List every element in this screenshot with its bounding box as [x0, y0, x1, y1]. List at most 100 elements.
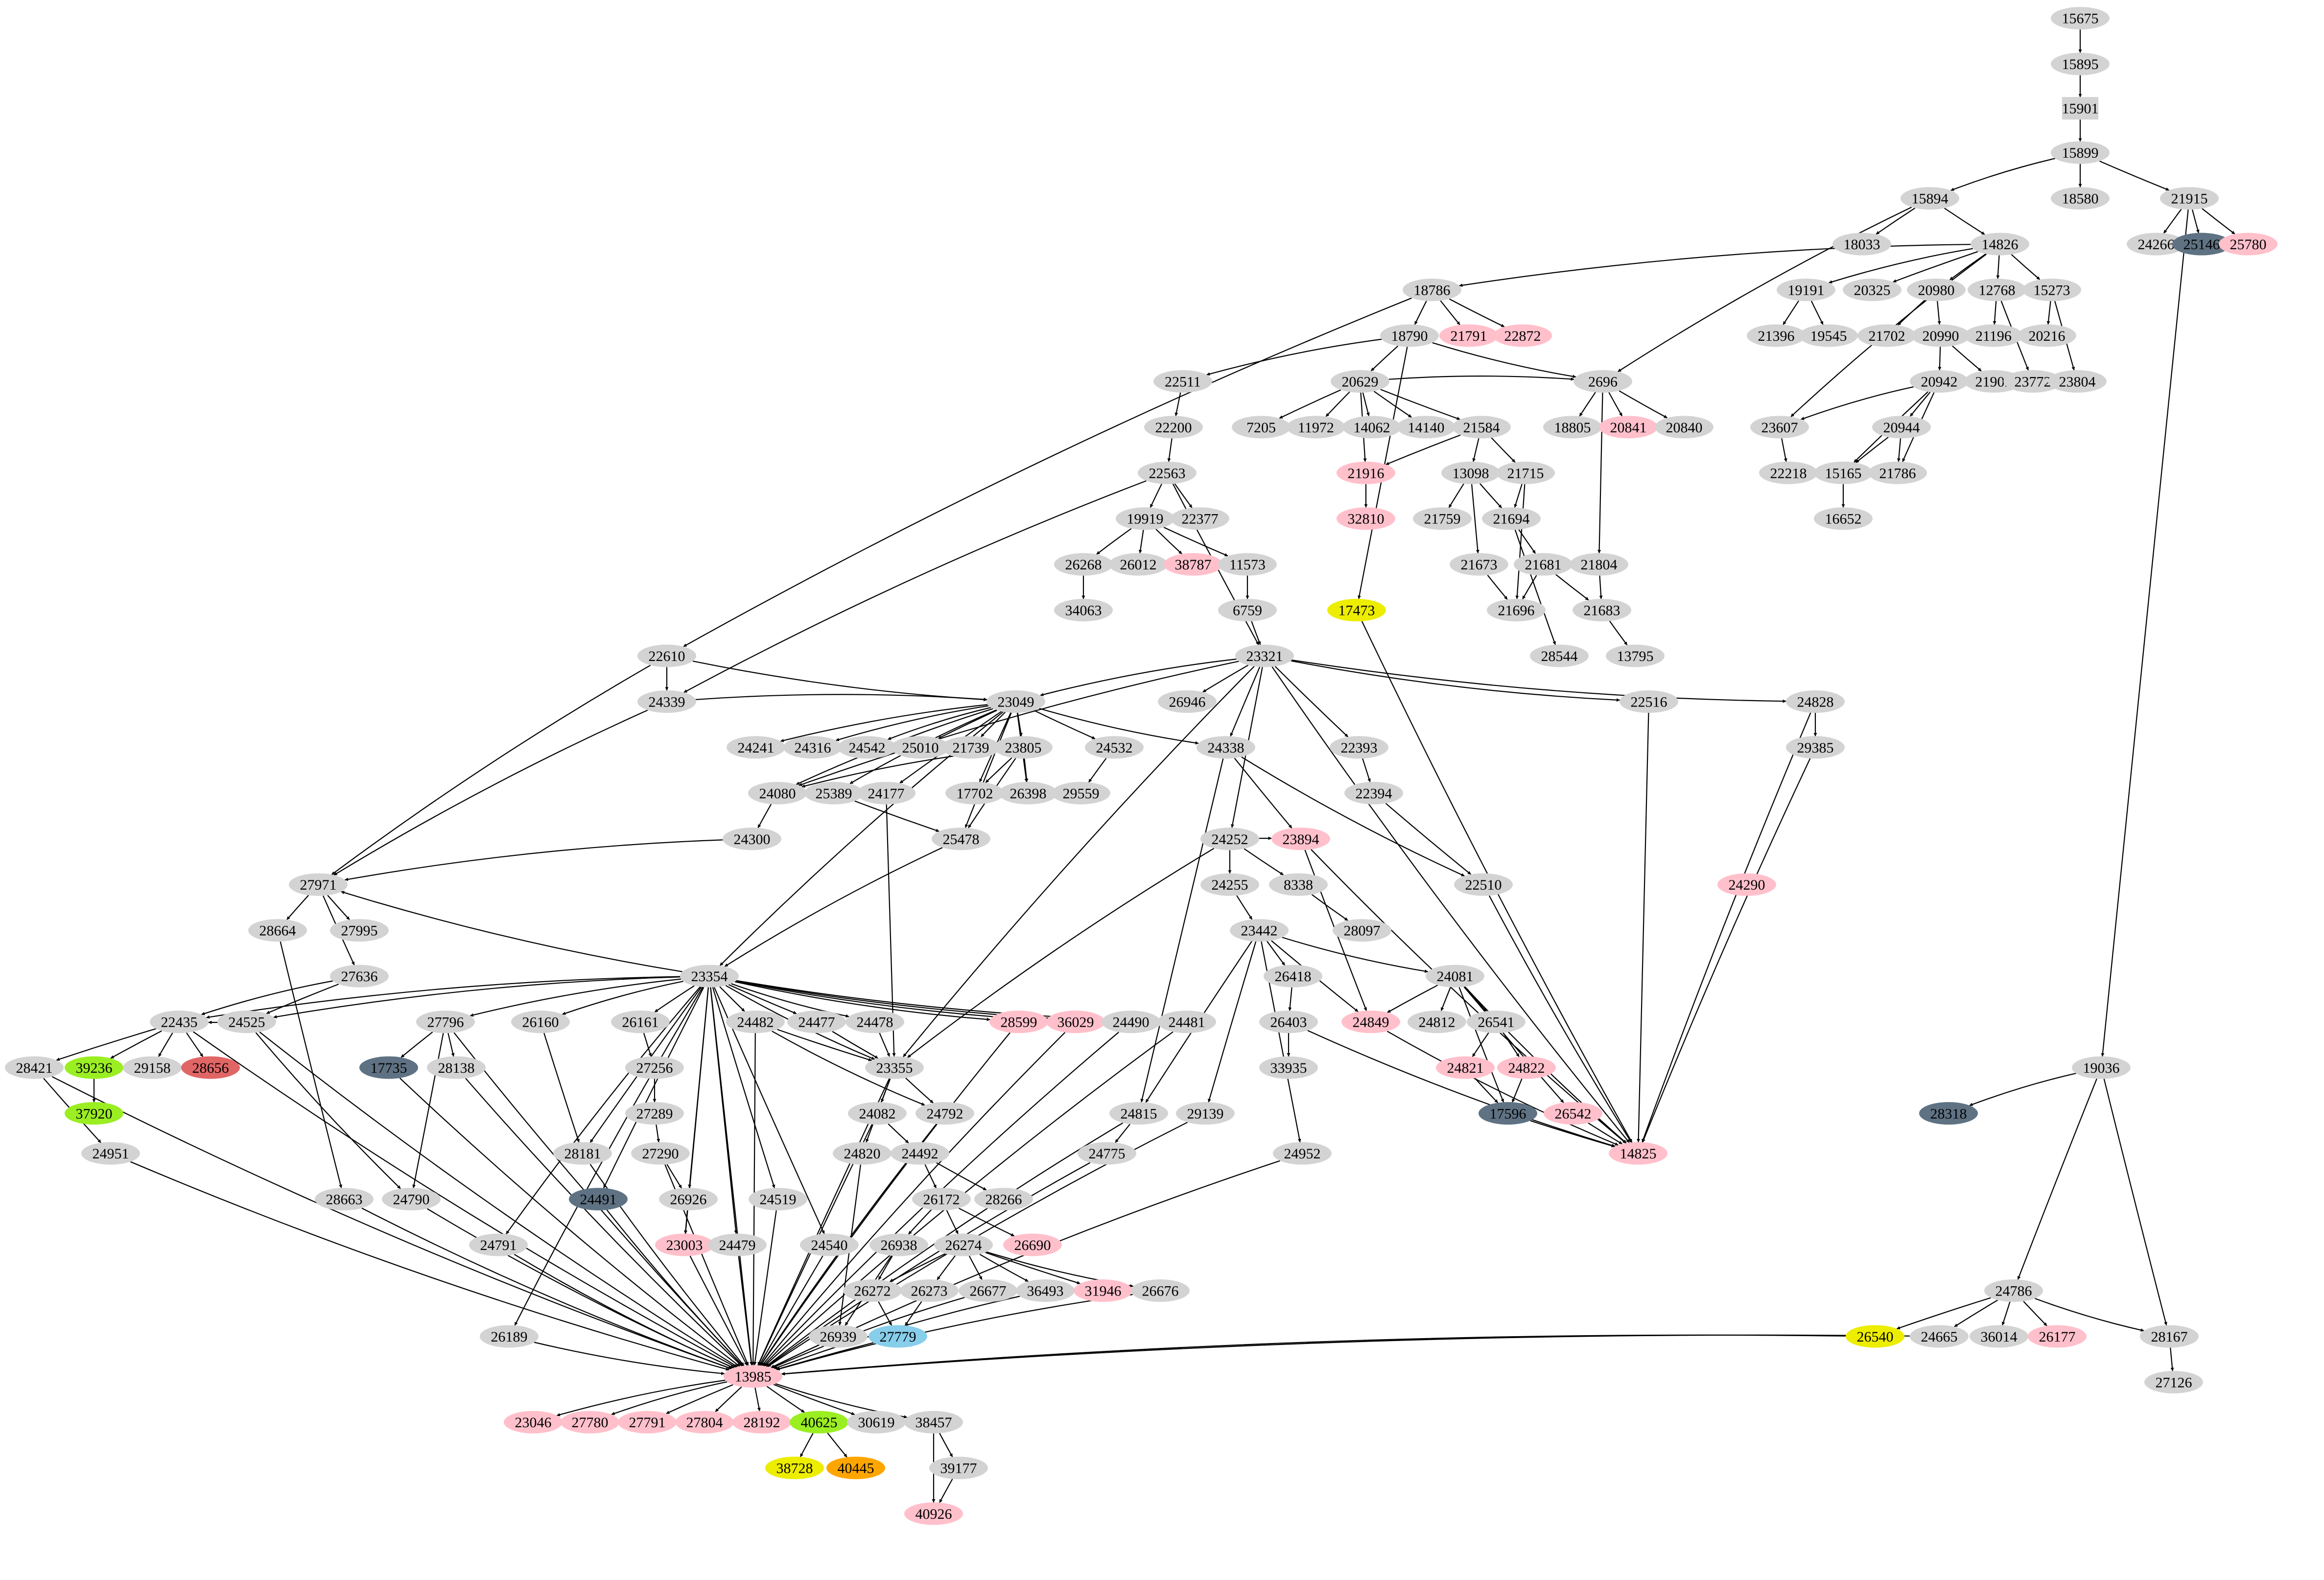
graph-node-20840[interactable]: 20840 [1655, 416, 1714, 439]
graph-node-26540[interactable]: 26540 [1846, 1325, 1904, 1348]
graph-node-20944[interactable]: 20944 [1872, 416, 1931, 439]
graph-node-17702[interactable]: 17702 [945, 781, 1004, 804]
node-ellipse[interactable] [2048, 370, 2107, 393]
graph-node-21681[interactable]: 21681 [1514, 553, 1573, 576]
graph-node-17596[interactable]: 17596 [1479, 1102, 1537, 1125]
node-ellipse[interactable] [561, 1411, 619, 1434]
graph-node-26274[interactable]: 26274 [934, 1233, 993, 1256]
node-ellipse[interactable] [865, 1056, 924, 1079]
graph-node-21694[interactable]: 21694 [1482, 507, 1541, 530]
graph-node-26398[interactable]: 26398 [999, 781, 1057, 804]
graph-node-30619[interactable]: 30619 [847, 1411, 906, 1434]
graph-node-24791[interactable]: 24791 [469, 1233, 528, 1256]
graph-node-21584[interactable]: 21584 [1452, 416, 1511, 439]
graph-node-22218[interactable]: 22218 [1759, 461, 1818, 484]
node-ellipse[interactable] [900, 1279, 959, 1302]
node-ellipse[interactable] [569, 1188, 628, 1211]
node-ellipse[interactable] [1054, 553, 1113, 576]
graph-node-24665[interactable]: 24665 [1910, 1325, 1969, 1348]
graph-node-40445[interactable]: 40445 [826, 1457, 885, 1480]
graph-node-40625[interactable]: 40625 [790, 1411, 848, 1434]
node-ellipse[interactable] [1786, 736, 1845, 759]
graph-node-24540[interactable]: 24540 [800, 1233, 859, 1256]
graph-node-21673[interactable]: 21673 [1450, 553, 1508, 576]
node-ellipse[interactable] [1144, 416, 1203, 439]
graph-node-27791[interactable]: 27791 [618, 1411, 677, 1434]
node-ellipse[interactable] [1984, 1279, 2043, 1302]
node-ellipse[interactable] [2172, 233, 2231, 256]
node-ellipse[interactable] [1327, 599, 1386, 622]
node-ellipse[interactable] [480, 1325, 539, 1348]
node-ellipse[interactable] [382, 1188, 441, 1211]
graph-node-20216[interactable]: 20216 [2018, 324, 2076, 347]
graph-node-22510[interactable]: 22510 [1454, 873, 1513, 896]
graph-node-29158[interactable]: 29158 [123, 1056, 182, 1079]
graph-node-40926[interactable]: 40926 [904, 1502, 963, 1525]
node-ellipse[interactable] [659, 1188, 718, 1211]
graph-node-21196[interactable]: 21196 [1964, 324, 2023, 347]
node-ellipse[interactable] [1530, 644, 1589, 667]
node-ellipse[interactable] [1968, 279, 2026, 301]
node-ellipse[interactable] [1872, 416, 1931, 439]
node-ellipse[interactable] [65, 1102, 123, 1125]
graph-node-28138[interactable]: 28138 [427, 1056, 486, 1079]
graph-node-23321[interactable]: 23321 [1235, 644, 1294, 667]
graph-node-24316[interactable]: 24316 [783, 736, 842, 759]
graph-node-25780[interactable]: 25780 [2219, 233, 2277, 256]
node-ellipse[interactable] [1964, 324, 2023, 347]
graph-node-19545[interactable]: 19545 [1799, 324, 1858, 347]
node-ellipse[interactable] [2160, 187, 2219, 210]
node-ellipse[interactable] [637, 690, 696, 713]
node-ellipse[interactable] [416, 1011, 475, 1034]
graph-node-34063[interactable]: 34063 [1054, 599, 1113, 622]
graph-node-39236[interactable]: 39236 [65, 1056, 123, 1079]
node-ellipse[interactable] [934, 1233, 993, 1256]
graph-node-15899[interactable]: 15899 [2051, 141, 2110, 164]
node-ellipse[interactable] [1157, 1011, 1216, 1034]
node-ellipse[interactable] [1176, 1102, 1235, 1125]
node-ellipse[interactable] [843, 1279, 902, 1302]
node-ellipse[interactable] [1085, 736, 1144, 759]
node-ellipse[interactable] [904, 1411, 963, 1434]
graph-node-26418[interactable]: 26418 [1264, 965, 1322, 988]
graph-node-15273[interactable]: 15273 [2022, 279, 2081, 301]
node-ellipse[interactable] [289, 873, 348, 896]
graph-node-28266[interactable]: 28266 [974, 1188, 1033, 1211]
node-ellipse[interactable] [787, 1011, 846, 1034]
graph-node-22394[interactable]: 22394 [1344, 781, 1403, 804]
node-ellipse[interactable] [1911, 324, 1970, 347]
node-ellipse[interactable] [123, 1056, 182, 1079]
node-ellipse[interactable] [1901, 187, 1959, 210]
graph-node-24478[interactable]: 24478 [845, 1011, 904, 1034]
graph-node-23607[interactable]: 23607 [1750, 416, 1809, 439]
graph-node-28544[interactable]: 28544 [1530, 644, 1589, 667]
node-ellipse[interactable] [1750, 416, 1809, 439]
node-ellipse[interactable] [994, 736, 1053, 759]
graph-node-28181[interactable]: 28181 [553, 1142, 612, 1165]
node-ellipse[interactable] [932, 827, 990, 850]
graph-node-24252[interactable]: 24252 [1200, 827, 1259, 850]
node-ellipse[interactable] [625, 1056, 684, 1079]
node-ellipse[interactable] [1235, 644, 1294, 667]
graph-node-28167[interactable]: 28167 [2140, 1325, 2199, 1348]
node-ellipse[interactable] [1843, 279, 1901, 301]
graph-node-24525[interactable]: 24525 [217, 1011, 276, 1034]
graph-node-21696[interactable]: 21696 [1487, 599, 1546, 622]
node-ellipse[interactable] [1482, 507, 1541, 530]
graph-node-11573[interactable]: 11573 [1218, 553, 1277, 576]
node-ellipse[interactable] [986, 690, 1045, 713]
graph-node-20990[interactable]: 20990 [1911, 324, 1970, 347]
node-ellipse[interactable] [150, 1011, 209, 1034]
graph-node-22516[interactable]: 22516 [1620, 690, 1678, 713]
node-ellipse[interactable] [1380, 324, 1439, 347]
graph-node-23804[interactable]: 23804 [2048, 370, 2107, 393]
graph-node-24266[interactable]: 24266 [2127, 233, 2185, 256]
graph-node-12768[interactable]: 12768 [1968, 279, 2026, 301]
node-ellipse[interactable] [857, 781, 916, 804]
graph-node-24519[interactable]: 24519 [749, 1188, 807, 1211]
node-ellipse[interactable] [1544, 1102, 1602, 1125]
graph-node-28664[interactable]: 28664 [248, 919, 307, 942]
node-ellipse[interactable] [1333, 919, 1391, 942]
node-ellipse[interactable] [1271, 827, 1330, 850]
node-ellipse[interactable] [1344, 781, 1403, 804]
